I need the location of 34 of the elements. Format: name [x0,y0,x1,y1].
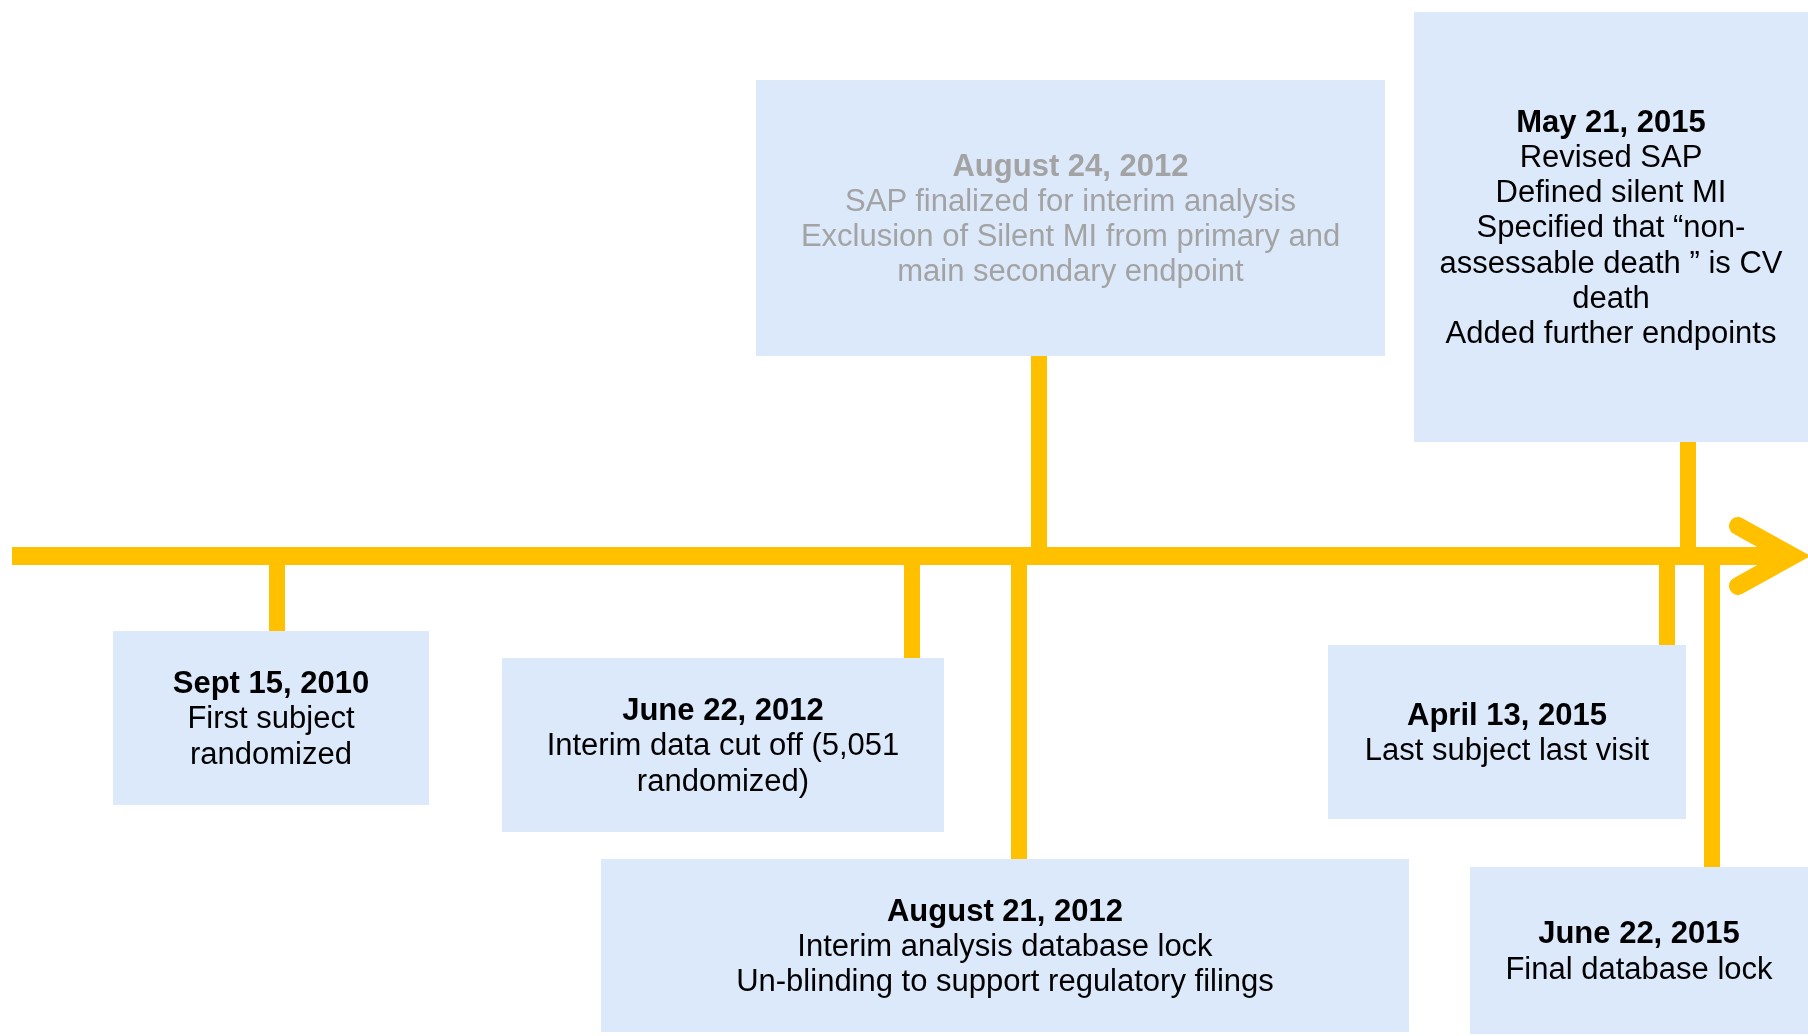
date-heading: June 22, 2015 [1538,915,1740,951]
date-heading: August 21, 2012 [886,892,1123,928]
event-box [1414,12,1808,442]
event-box [756,80,1385,356]
connector-line [1659,565,1675,645]
event-text: Un-blinding to support regulatory filings [736,963,1274,998]
event-text: Defined silent MI [1495,174,1727,210]
event-text: Added further endpoints [1445,314,1777,350]
connector-line [904,565,920,658]
event-box [1470,867,1808,1034]
event-text: Final database lock [1505,950,1773,986]
connector-line [269,565,285,631]
event-text: Revised SAP [1519,139,1703,175]
event-box [502,658,944,832]
event-box [1328,645,1686,819]
event-box [113,631,429,805]
event-text: First subject randomized [186,700,356,771]
connector-line [1680,442,1696,547]
event-text: Specified that “non-assessable death ” is CV death [1438,209,1784,315]
date-heading: August 24, 2012 [952,147,1189,183]
event-box [601,859,1409,1032]
connector-line [1704,565,1720,867]
timeline-axis [12,517,1808,595]
event-text: SAP finalized for interim analysis [845,183,1296,218]
event-text: Interim data cut off (5,051 randomized) [545,727,901,798]
date-heading: June 22, 2012 [622,692,824,728]
connector-line [1011,565,1027,859]
date-heading: May 21, 2015 [1516,104,1706,140]
date-heading: April 13, 2015 [1407,697,1607,732]
date-heading: Sept 15, 2010 [172,665,370,701]
connector-line [1031,356,1047,547]
event-text: Last subject last visit [1364,732,1650,767]
event-text: Exclusion of Silent MI from primary and main secondary endpoint [799,218,1342,289]
event-text: Interim analysis database lock [797,928,1213,963]
